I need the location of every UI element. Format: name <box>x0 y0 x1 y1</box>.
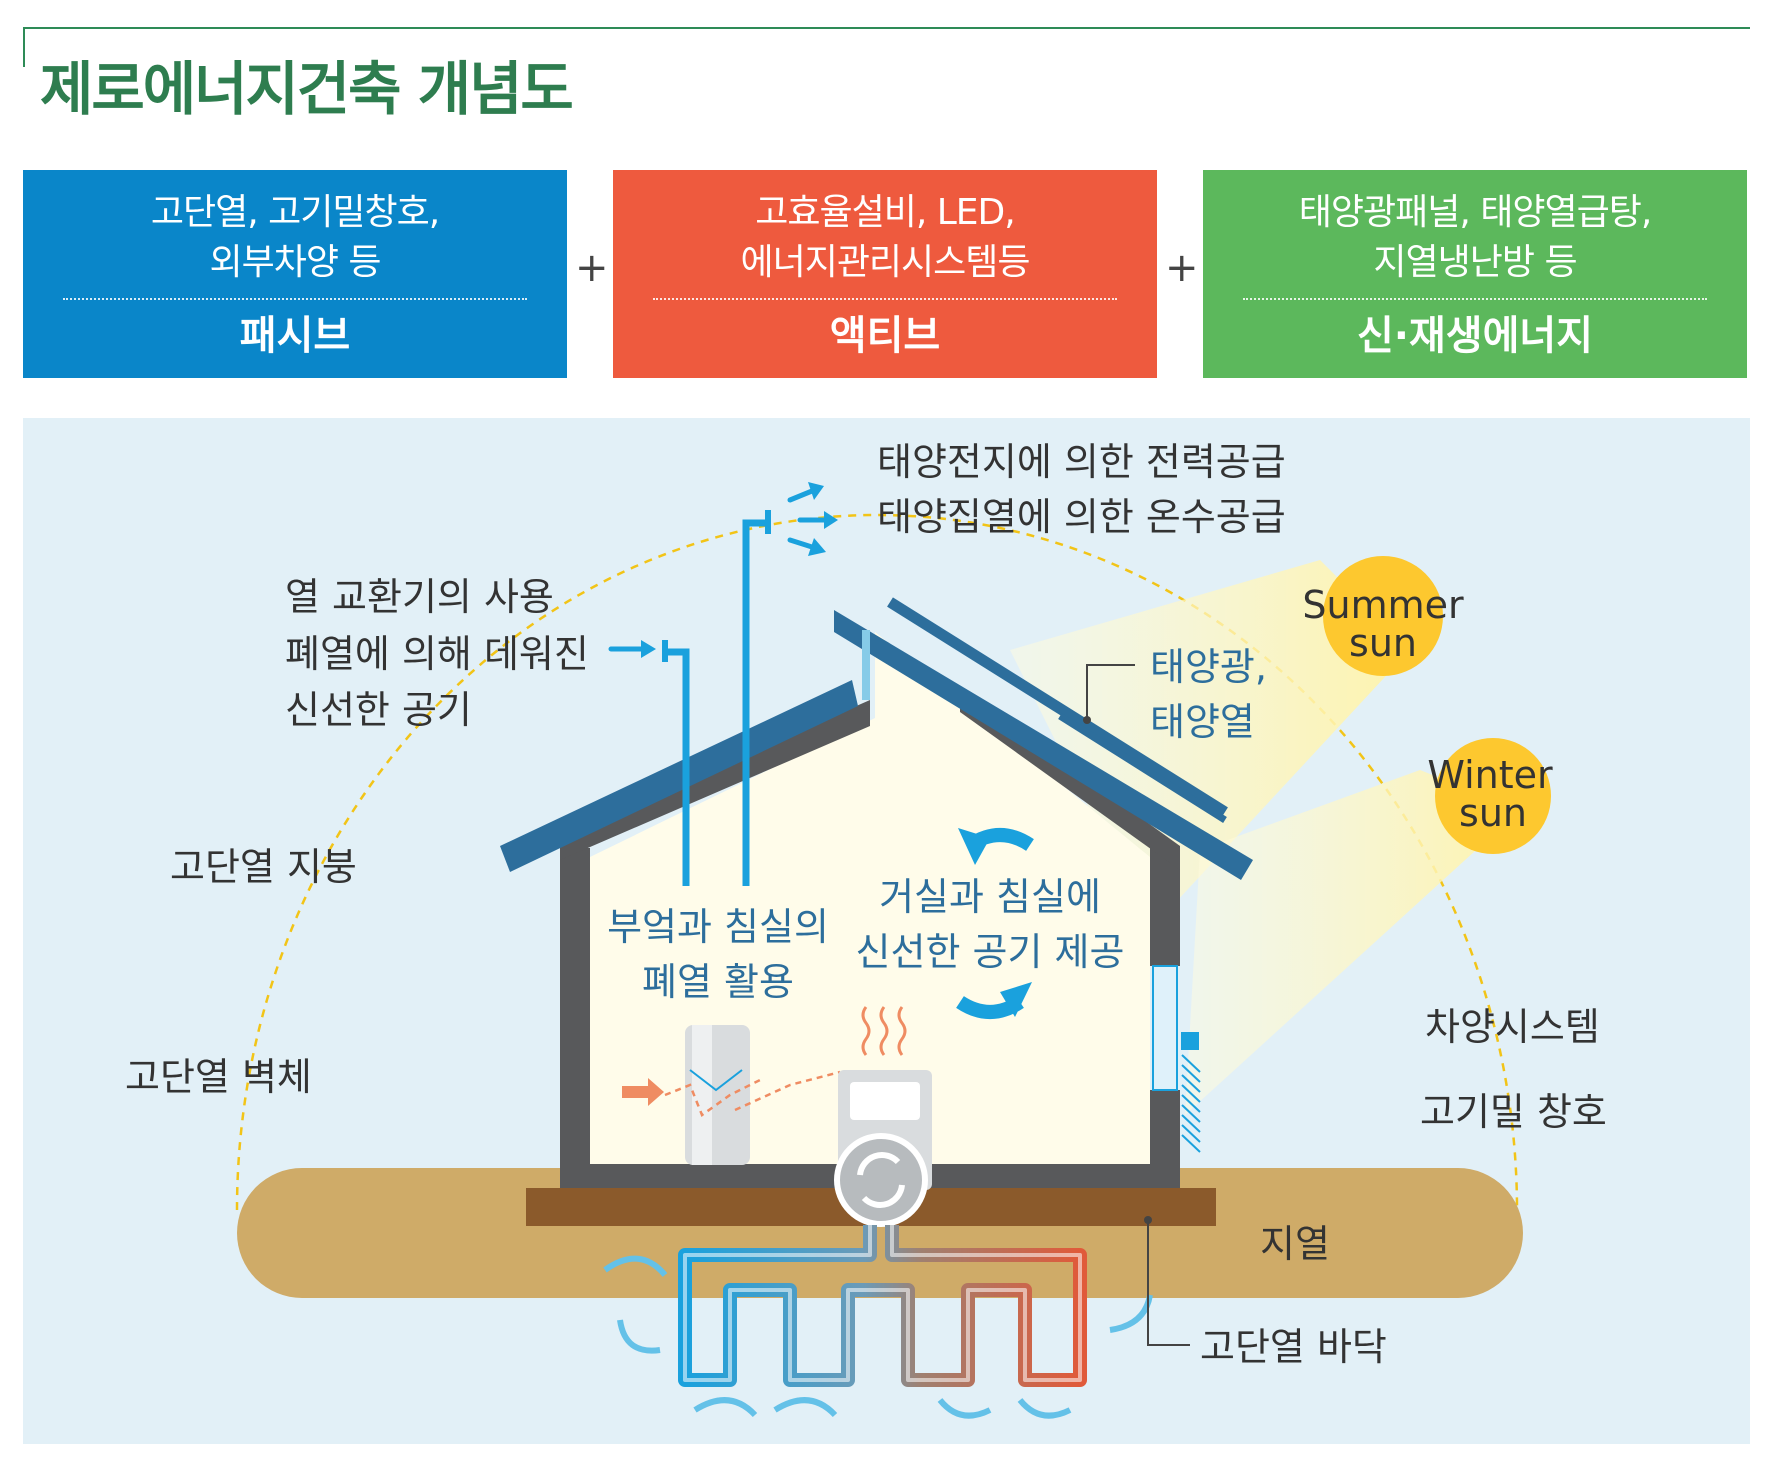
solar-panel-label: 태양열 <box>1150 700 1255 744</box>
window <box>1152 965 1178 1091</box>
solar-supply-label: 태양전지에 의한 전력공급 <box>877 440 1286 484</box>
ground-flow-arrow-icon <box>603 1255 1153 1419</box>
page-title: 제로에너지건축 개념도 <box>40 55 574 123</box>
geothermal-pipe-inner <box>683 1225 1082 1382</box>
solar-panel-label: 태양광, <box>1150 645 1267 689</box>
active-desc-line: 에너지관리시스템등 <box>740 242 1030 283</box>
leader-line <box>1086 664 1135 718</box>
divider <box>1243 298 1707 300</box>
winter-sunbeam <box>1185 770 1520 1115</box>
recycle-icon <box>834 1133 928 1227</box>
active-desc-line: 고효율설비, LED, <box>755 192 1015 233</box>
solar-supply-label: 태양집열에 의한 온수공급 <box>877 495 1286 539</box>
circulation-arrow-icon <box>958 828 990 865</box>
heat-recovery-flow <box>664 1078 761 1117</box>
right-roof <box>834 610 1253 880</box>
heat-pump-panel <box>850 1082 920 1120</box>
passive-desc-line: 외부차양 등 <box>209 242 381 283</box>
living-label: 신선한 공기 제공 <box>856 930 1125 974</box>
passive-desc-line: 고단열, 고기밀창호, <box>150 192 440 233</box>
active-name: 액티브 <box>829 313 941 359</box>
shading-device <box>1181 1032 1199 1050</box>
frame-line <box>23 27 1750 29</box>
shading-label: 차양시스템 <box>1425 1005 1600 1049</box>
heat-exchanger-label: 폐열에 의해 데워진 <box>285 632 589 676</box>
passive-description: 고단열, 고기밀창호, 외부차양 등 <box>23 188 567 288</box>
wall-label: 고단열 벽체 <box>125 1055 312 1099</box>
leader-line <box>1147 1220 1190 1346</box>
solar-panel <box>1058 713 1227 823</box>
exhaust-duct <box>742 519 768 886</box>
winter-sun-label: sun <box>1459 791 1527 835</box>
solar-panel <box>887 597 1228 817</box>
left-roof <box>500 680 858 872</box>
renewable-desc-line: 태양광패널, 태양열급탕, <box>1298 192 1653 233</box>
plus-sign: + <box>1165 245 1199 291</box>
shading-louvers <box>1181 1054 1201 1153</box>
sun-orbit-dashed <box>235 513 1519 1211</box>
recycle-icon <box>857 1152 901 1176</box>
renewable-description: 태양광패널, 태양열급탕, 지열냉난방 등 <box>1203 188 1747 288</box>
leader-dot <box>1083 716 1091 724</box>
renewable-box: 태양광패널, 태양열급탕, 지열냉난방 등 신·재생에너지 <box>1203 170 1747 378</box>
kitchen-label: 폐열 활용 <box>642 960 794 1004</box>
summer-sun-icon <box>1323 556 1443 676</box>
circulation-arrow-icon <box>1000 982 1032 1017</box>
roof-label: 고단열 지붕 <box>170 845 357 889</box>
living-label: 거실과 침실에 <box>879 875 1101 919</box>
recycle-icon <box>861 1184 905 1208</box>
kitchen-label: 부엌과 침실의 <box>607 905 829 949</box>
heat-recovery-unit-highlight <box>692 1025 712 1165</box>
renewable-desc-line: 지열냉난방 등 <box>1373 242 1577 283</box>
passive-name: 패시브 <box>239 313 351 359</box>
heat-exchanger-label: 열 교환기의 사용 <box>285 575 554 619</box>
divider <box>653 298 1117 300</box>
air-arrow-icon <box>608 482 838 658</box>
winter-sun-icon <box>1435 738 1551 854</box>
summer-sun-label: Summer <box>1302 583 1464 627</box>
heat-waves-icon <box>861 1006 907 1056</box>
active-box: 고효율설비, LED, 에너지관리시스템등 액티브 <box>613 170 1157 378</box>
floor-label: 고단열 바닥 <box>1200 1325 1387 1369</box>
leader-dot <box>1144 1216 1152 1224</box>
left-roof-wall <box>560 700 870 860</box>
left-wall <box>560 848 590 1188</box>
heat-recovery-flow <box>689 1069 743 1092</box>
passive-box: 고단열, 고기밀창호, 외부차양 등 패시브 <box>23 170 567 378</box>
plus-sign: + <box>575 245 609 291</box>
summer-sun-label: sun <box>1349 621 1417 665</box>
fresh-air-duct <box>665 648 690 886</box>
winter-sun-label: Winter <box>1427 753 1553 797</box>
heat-exchanger-label: 신선한 공기 <box>285 688 472 732</box>
window-label: 고기밀 창호 <box>1420 1090 1607 1134</box>
geothermal-label: 지열 <box>1260 1222 1330 1266</box>
warm-air-arrow-icon <box>622 1078 664 1106</box>
heat-recovery-flow <box>734 1070 841 1112</box>
divider <box>63 298 527 300</box>
frame-line <box>23 27 25 67</box>
clerestory-window <box>862 630 870 700</box>
active-description: 고효율설비, LED, 에너지관리시스템등 <box>613 188 1157 288</box>
right-wall-upper <box>1150 848 1180 966</box>
renewable-name: 신·재생에너지 <box>1357 313 1593 359</box>
